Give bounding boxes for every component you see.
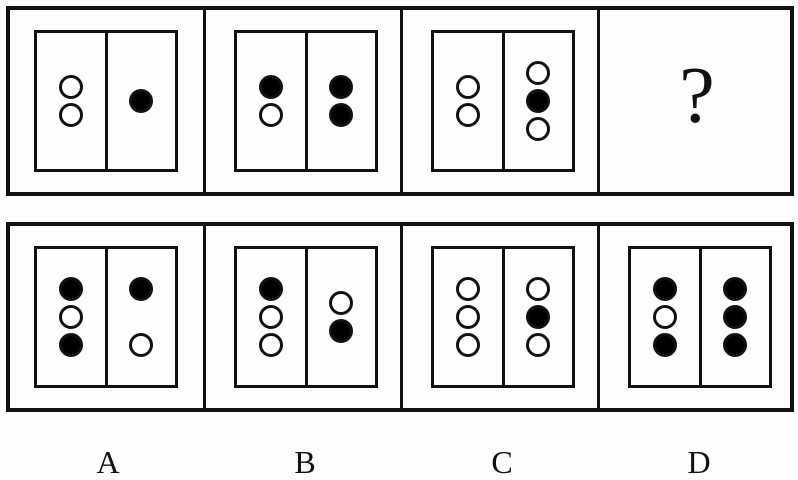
question-cell-2: [203, 6, 400, 196]
empty-circle: [58, 75, 83, 99]
filled-circle: [58, 277, 83, 301]
filled-circle: [129, 89, 154, 113]
option-d-right-half: [698, 249, 770, 385]
empty-circle: [258, 333, 283, 357]
empty-circle: [455, 333, 480, 357]
filled-circle: [723, 277, 748, 301]
empty-circle: [455, 305, 480, 329]
question-1-left-half: [37, 33, 105, 169]
empty-circle: [526, 277, 551, 301]
option-b-left-half: [237, 249, 305, 385]
option-b-panel: [234, 246, 378, 388]
filled-circle: [526, 305, 551, 329]
filled-circle: [129, 277, 154, 301]
filled-circle: [58, 333, 83, 357]
empty-circle: [455, 277, 480, 301]
question-cell-unknown: ?: [597, 6, 794, 196]
question-1-right-half: [104, 33, 176, 169]
empty-circle: [526, 61, 551, 85]
option-cell-b[interactable]: [203, 222, 400, 412]
empty-circle: [526, 117, 551, 141]
filled-circle: [526, 89, 551, 113]
option-c-panel: [431, 246, 575, 388]
filled-circle: [258, 277, 283, 301]
option-c-right-half: [501, 249, 573, 385]
question-mark: ?: [679, 52, 715, 140]
empty-circle: [526, 333, 551, 357]
option-label-a[interactable]: A: [96, 444, 120, 480]
filled-circle: [329, 75, 354, 99]
empty-circle: [129, 333, 154, 357]
option-a-panel: [34, 246, 178, 388]
filled-circle: [652, 277, 677, 301]
question-3-right-half: [501, 33, 573, 169]
question-row: ?: [6, 6, 794, 196]
filled-circle: [329, 103, 354, 127]
filled-circle: [723, 305, 748, 329]
option-cell-a[interactable]: [6, 222, 203, 412]
option-c-left-half: [434, 249, 502, 385]
filled-circle: [258, 75, 283, 99]
option-a-left-half: [37, 249, 105, 385]
question-1-panel: [34, 30, 178, 172]
option-label-b[interactable]: B: [294, 444, 316, 480]
empty-circle: [329, 291, 354, 315]
dot-gap: [129, 305, 153, 329]
option-label-c[interactable]: C: [491, 444, 513, 480]
empty-circle: [58, 103, 83, 127]
option-cell-d[interactable]: [597, 222, 794, 412]
answer-row: [6, 222, 794, 412]
question-2-panel: [234, 30, 378, 172]
question-cell-3: [400, 6, 597, 196]
empty-circle: [455, 103, 480, 127]
question-3-panel: [431, 30, 575, 172]
option-a-right-half: [104, 249, 176, 385]
option-b-right-half: [304, 249, 376, 385]
empty-circle: [58, 305, 83, 329]
filled-circle: [329, 319, 354, 343]
option-cell-c[interactable]: [400, 222, 597, 412]
question-3-left-half: [434, 33, 502, 169]
option-d-panel: [628, 246, 772, 388]
empty-circle: [258, 305, 283, 329]
option-label-d[interactable]: D: [687, 444, 711, 480]
empty-circle: [652, 305, 677, 329]
empty-circle: [258, 103, 283, 127]
question-2-right-half: [304, 33, 376, 169]
question-cell-1: [6, 6, 203, 196]
filled-circle: [723, 333, 748, 357]
empty-circle: [455, 75, 480, 99]
option-d-left-half: [631, 249, 699, 385]
question-2-left-half: [237, 33, 305, 169]
filled-circle: [652, 333, 677, 357]
